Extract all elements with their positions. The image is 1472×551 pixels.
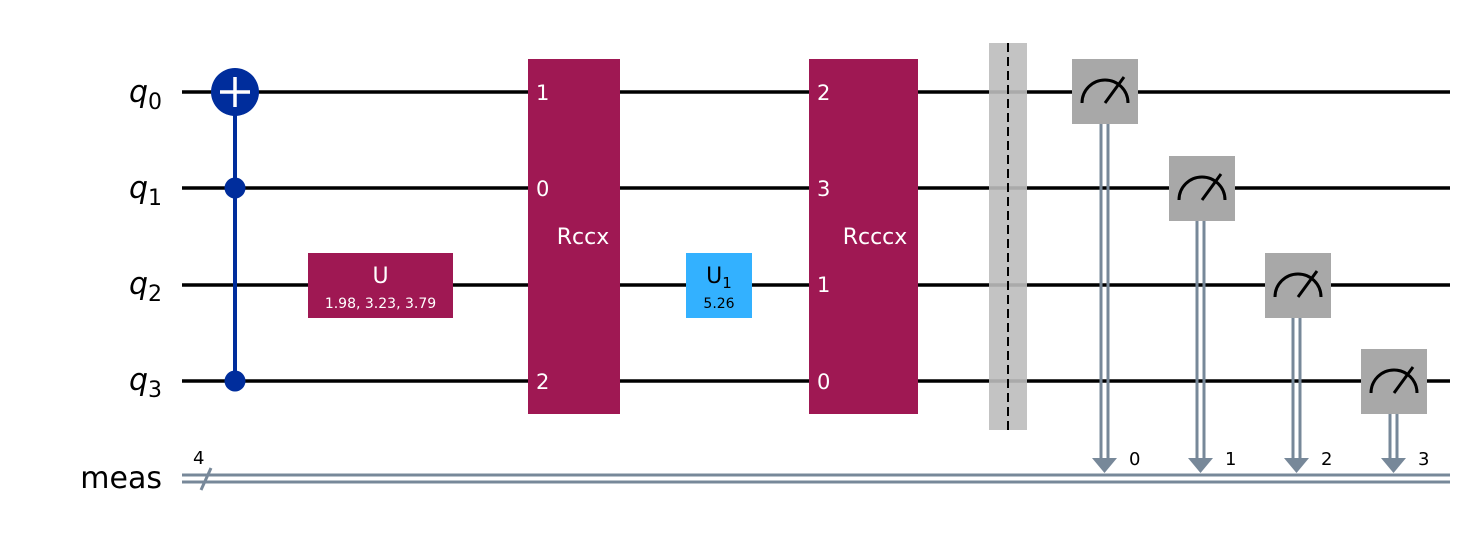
u-gate: U 1.98, 3.23, 3.79 xyxy=(308,253,453,318)
measure-bit-label-3: 3 xyxy=(1418,449,1429,470)
rcccx-gate-label: Rcccx xyxy=(843,225,908,250)
rcccx-pin-q2: 1 xyxy=(817,273,830,297)
u-gate-label: U xyxy=(372,264,388,289)
wire-label-q0: q0 xyxy=(129,75,162,115)
meter-gauge-icon xyxy=(1080,76,1130,104)
u1-gate-param: 5.26 xyxy=(703,296,734,312)
measure-bit-label-1: 1 xyxy=(1225,449,1236,470)
barrier xyxy=(989,43,1027,430)
measure-q2 xyxy=(1265,253,1331,473)
classical-wire-meas xyxy=(182,467,1450,491)
rccx-pin-q1: 0 xyxy=(536,177,549,201)
measure-q0 xyxy=(1072,59,1138,473)
wire-label-q2: q2 xyxy=(129,267,162,307)
control-dot-q1 xyxy=(224,177,246,199)
rccx-pin-q0: 1 xyxy=(536,81,549,105)
meter-gauge-icon xyxy=(1273,270,1323,298)
meter-gauge-icon xyxy=(1369,366,1419,394)
wire-label-q1: q1 xyxy=(129,171,162,211)
rcccx-pin-q0: 2 xyxy=(817,81,830,105)
measure-q1 xyxy=(1169,156,1235,473)
measure-bit-label-0: 0 xyxy=(1129,449,1140,470)
plus-circle-icon xyxy=(211,68,259,116)
u1-gate: U1 5.26 xyxy=(686,253,752,318)
u-gate-params: 1.98, 3.23, 3.79 xyxy=(325,296,436,312)
rccx-gate: 1 0 2 Rccx xyxy=(528,59,620,414)
rcccx-gate: 2 3 1 0 Rcccx xyxy=(809,59,918,414)
meter-gauge-icon xyxy=(1177,173,1227,201)
rccx-gate-label: Rccx xyxy=(557,225,610,250)
wire-label-meas: meas xyxy=(80,461,162,496)
measure-bit-label-2: 2 xyxy=(1321,449,1332,470)
control-dot-q3 xyxy=(224,370,246,392)
rcccx-pin-q1: 3 xyxy=(817,177,830,201)
register-width-label: 4 xyxy=(193,448,204,469)
rcccx-pin-q3: 0 xyxy=(817,370,830,394)
multi-controlled-x-gate xyxy=(211,68,259,392)
rccx-pin-q3: 2 xyxy=(536,370,549,394)
u1-gate-label: U1 xyxy=(706,264,732,292)
register-width-slash xyxy=(199,467,213,491)
measure-q3 xyxy=(1361,349,1427,473)
wire-label-q3: q3 xyxy=(129,363,162,403)
